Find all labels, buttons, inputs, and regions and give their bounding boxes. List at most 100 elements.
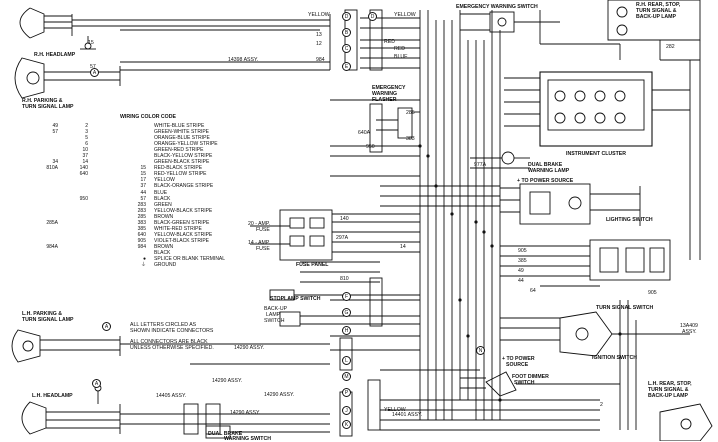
wire-140: 140 [340, 216, 349, 222]
instrument-cluster-label: INSTRUMENT CLUSTER [566, 151, 626, 157]
color-code-cell: BLACK [154, 249, 171, 256]
color-code-cell: RED-BLACK STRIPE [154, 165, 203, 172]
color-code-cell: ● [142, 256, 146, 263]
color-code-cell: RED-YELLOW STRIPE [154, 171, 207, 178]
ignition-switch-body [559, 311, 613, 357]
power-source-3-label: SOURCE [506, 362, 529, 368]
wire-2: 2 [600, 402, 603, 408]
note-black-2: UNLESS OTHERWISE SPECIFIED. [130, 345, 214, 351]
color-code-cell: GREEN-BLACK STRIPE [154, 159, 210, 166]
wire-905: 905 [518, 248, 527, 254]
color-code-cell: 10 [82, 147, 88, 154]
backup-label-1: BACK-UP [264, 306, 288, 312]
stoplamp-switch-label: STOPLAMP SWITCH [270, 296, 321, 302]
rh-headlamp-body [29, 7, 45, 39]
color-code-cell: BLACK [154, 195, 171, 202]
color-code-cell: 57 [52, 129, 58, 136]
color-code-cell: YELLOW-BLACK STRIPE [154, 231, 213, 238]
lr-stop-label-1: L.H. REAR, STOP, [648, 381, 692, 387]
wire-640a: 640A [358, 130, 371, 136]
wire-810: 810 [340, 276, 349, 282]
lr-stop-label-2: TURN SIGNAL & [648, 387, 689, 393]
power-source-2-label: + TO POWER [502, 356, 535, 362]
connector-e: E [342, 62, 351, 71]
color-code-cell: BLACK-ORANGE STRIPE [154, 183, 214, 190]
color-code-cell: BROWN [154, 213, 174, 220]
wire-yellow-top2: YELLOW [394, 12, 416, 18]
wire-64: 64 [530, 288, 536, 294]
color-code-cell: 57 [140, 195, 146, 202]
wire-44: 44 [518, 278, 524, 284]
wire-49: 49 [518, 268, 524, 274]
color-code-cell: 984A [46, 243, 58, 250]
fuse-20-label: 20 - AMP. [248, 221, 271, 227]
dual-brake-switch-label-2: WARNING SWITCH [224, 436, 271, 442]
connector-m: M [342, 372, 351, 381]
color-code-cell: ORANGE-YELLOW STRIPE [154, 141, 218, 148]
color-code-heading: WIRING COLOR CODE [120, 114, 176, 120]
rh-parking-label-1: R.H. PARKING & [22, 98, 63, 104]
wire-57: 57 [90, 64, 96, 70]
color-code-cell: 283 [137, 201, 146, 208]
color-code-cell: 383 [137, 219, 146, 226]
assy-14290b-label: 14290 ASSY. [212, 378, 243, 384]
color-code-cell: 5 [85, 135, 88, 142]
connector-a: A [90, 68, 99, 77]
wire-984: 984 [316, 57, 325, 63]
power-source-label: + TO POWER SOURCE [517, 178, 574, 184]
fuse-14b-label: FUSE [256, 246, 270, 252]
assy-13a409b-label: ASSY. [682, 329, 697, 335]
assy-14290a-label: 14290 ASSY. [234, 345, 265, 351]
foot-dimmer-label-1: FOOT DIMMER [512, 374, 549, 380]
flasher-label-2: WARNING [372, 91, 398, 97]
color-code-cell: YELLOW-BLACK STRIPE [154, 207, 213, 214]
color-code-cell: GREEN-RED STRIPE [154, 147, 204, 154]
ignition-switch-label: IGNITION SWITCH [592, 355, 637, 361]
wire-282: 282 [666, 44, 675, 50]
color-code-cell: BLACK-YELLOW STRIPE [154, 153, 213, 160]
color-code-cell: BROWN [154, 243, 174, 250]
wire-12: 12 [316, 41, 322, 47]
color-code-cell: 950 [79, 195, 88, 202]
wire-383: 383 [406, 136, 415, 142]
color-code-cell: GREEN-WHITE STRIPE [154, 129, 210, 136]
color-code-cell: 810A [46, 165, 58, 172]
note-circled-2: SHOWN INDICATE CONNECTORS [130, 328, 214, 334]
color-code-cell: VIOLET-BLACK STRIPE [154, 237, 210, 244]
flasher-label-3: FLASHER [372, 97, 397, 103]
flasher-label-1: EMERGENCY [372, 85, 406, 91]
connector-k: K [342, 420, 351, 429]
lh-rear-lamp [659, 403, 713, 441]
color-code-cell: 2 [85, 123, 88, 129]
wire-14: 14 [400, 244, 406, 250]
backup-label-3: SWITCH [264, 318, 285, 324]
turn-signal-switch-label: TURN SIGNAL SWITCH [596, 305, 654, 311]
color-code-cell: ORANGE-BLUE STRIPE [154, 135, 210, 142]
color-code-cell: 34 [52, 159, 58, 166]
assy-14290c-label: 14290 ASSY. [264, 392, 295, 398]
note-circled-1: ALL LETTERS CIRCLED AS [130, 322, 197, 328]
backup-label-2: LAMP [266, 312, 281, 318]
connector-h: H [342, 326, 351, 335]
rh-parking-lamp [14, 57, 45, 99]
instrument-cluster-box [539, 71, 653, 147]
color-code-cell: WHITE-RED STRIPE [154, 225, 202, 232]
dual-brake-label-1: DUAL BRAKE [528, 162, 563, 168]
color-code-cell: WHITE-BLUE STRIPE [154, 123, 205, 129]
assy-14398-label: 14398 ASSY. [228, 57, 259, 63]
connector-b: B [342, 28, 351, 37]
color-code-cell: 385 [137, 225, 146, 232]
lh-headlamp-label: L.H. HEADLAMP [32, 393, 73, 399]
color-code-cell: 15 [140, 165, 146, 172]
wire-977a: 977A [474, 162, 487, 168]
fuse-panel-box [279, 209, 333, 261]
lh-parking-lamp [11, 329, 41, 363]
rr-stop-label-2: TURN SIGNAL & [636, 8, 677, 14]
wire-385: 385 [518, 258, 527, 264]
emergency-switch-label: EMERGENCY WARNING SWITCH [456, 4, 538, 10]
color-code-cell: 905 [137, 237, 146, 244]
color-code-cell: GREEN [154, 201, 172, 208]
note-connector-circle: A [102, 322, 111, 331]
color-code-cell: 14 [82, 159, 88, 166]
connector-f: F [342, 292, 351, 301]
